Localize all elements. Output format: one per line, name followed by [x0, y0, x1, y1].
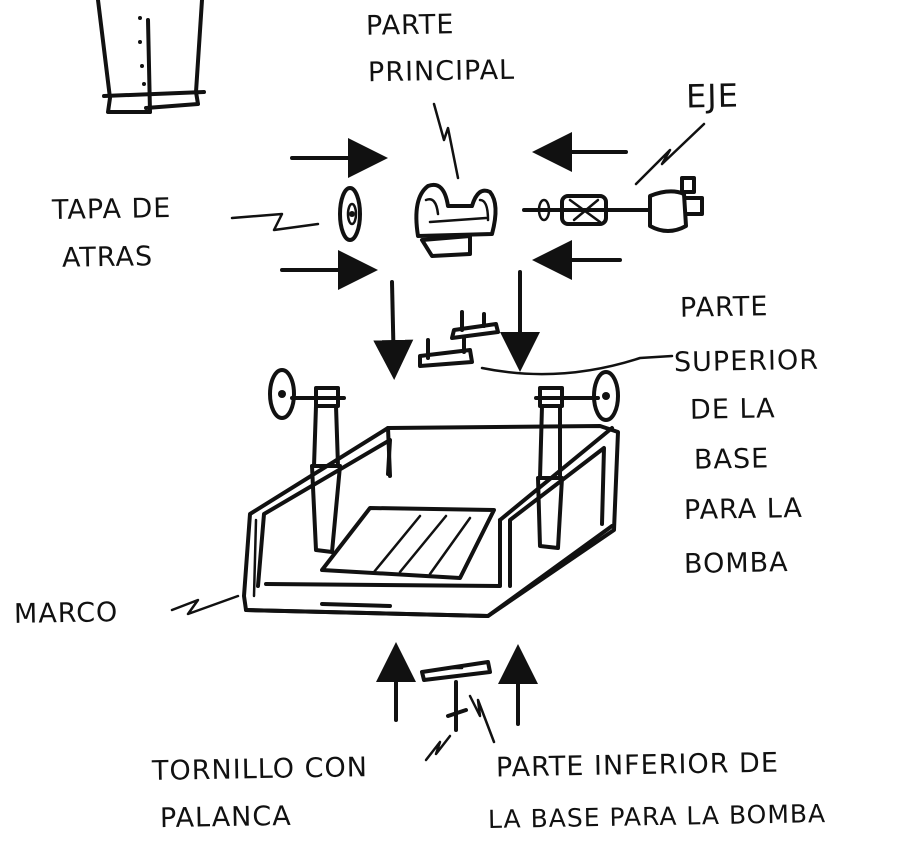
label-tornillo-line1: TORNILLO CON [151, 752, 369, 787]
parte-inferior-pointer [468, 694, 496, 744]
label-tornillo-line2: PALANCA [159, 800, 292, 835]
main-body-part [414, 183, 498, 258]
upper-base-part [418, 310, 500, 368]
back-cap-part [338, 186, 362, 242]
parte-superior-pointer [480, 354, 674, 376]
lever-screw-part [446, 680, 468, 732]
left-crank-part [268, 368, 346, 554]
pant-legs-drawing [96, 0, 206, 114]
label-marco: MARCO [13, 597, 119, 630]
lower-base-part [420, 660, 492, 682]
vertical-arrows-up [376, 642, 538, 726]
label-tapa-line2: ATRAS [61, 241, 154, 274]
shaft-part [522, 176, 704, 233]
label-parte-superior-line2: SUPERIOR [673, 344, 820, 379]
vertical-arrows-down [373, 270, 540, 380]
label-parte-superior-line1: PARTE [679, 291, 769, 324]
label-parte-inferior-line1: PARTE INFERIOR DE [495, 747, 780, 784]
marco-pointer [170, 594, 240, 616]
parte-principal-pointer [432, 102, 460, 180]
label-parte-principal-line1: PARTE [365, 9, 455, 42]
label-parte-inferior-line2: LA BASE PARA LA BOMBA [487, 799, 827, 834]
eje-pointer [634, 122, 706, 186]
label-parte-superior-line3: DE LA [689, 393, 776, 426]
label-tapa-line1: TAPA DE [51, 192, 172, 227]
horizontal-arrows [280, 132, 628, 290]
tornillo-pointer [424, 734, 452, 762]
right-crank-part [534, 370, 620, 550]
label-parte-superior-line5: PARA LA [683, 492, 804, 527]
label-eje: EJE [685, 76, 740, 116]
label-parte-superior-line6: BOMBA [683, 547, 789, 580]
frame-part [242, 424, 620, 618]
label-parte-superior-line4: BASE [693, 443, 770, 476]
label-parte-principal-line2: PRINCIPAL [367, 54, 516, 89]
tapa-pointer [230, 212, 320, 232]
